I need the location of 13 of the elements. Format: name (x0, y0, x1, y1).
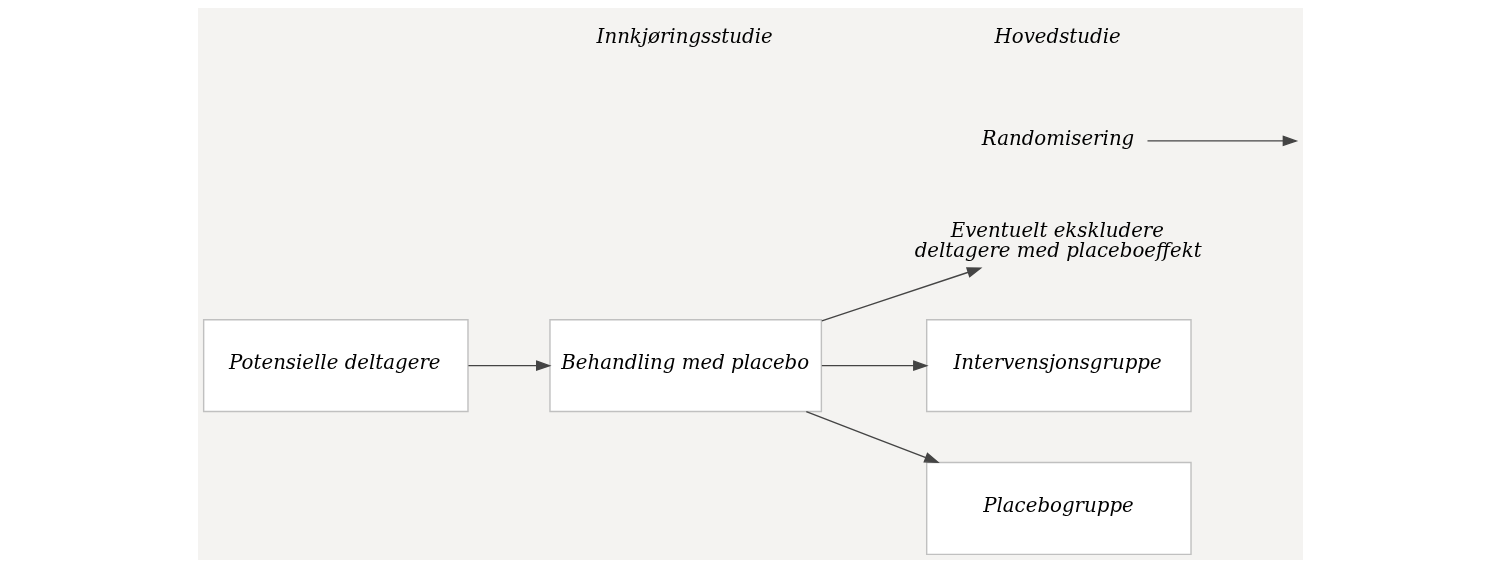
node-box: Potensielle deltagere (202, 319, 469, 413)
node-box: Intervensjonsgruppe (925, 319, 1192, 413)
arrow (805, 410, 940, 464)
label: Hovedstudie (994, 24, 1121, 48)
node-box: Placebogruppe (925, 461, 1192, 556)
arrow (1146, 135, 1298, 147)
arrow (467, 360, 552, 372)
arrow (820, 360, 929, 372)
node-text: Eventuelt ekskludere deltagere med placeboeffekt (914, 219, 1202, 263)
label: Innkjøringsstudie (596, 24, 773, 48)
arrow (820, 267, 982, 322)
node-text: Randomisering (981, 126, 1134, 150)
node-box: Behandling med placebo (548, 319, 822, 413)
